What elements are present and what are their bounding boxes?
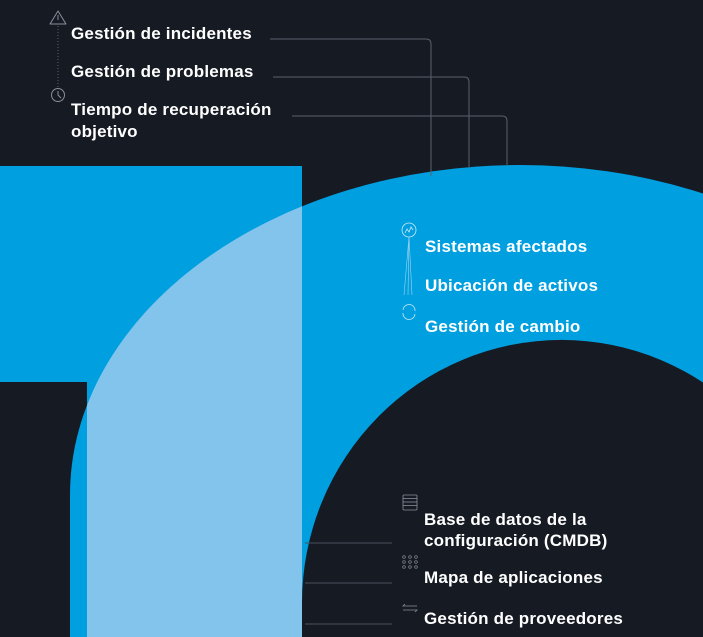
top-connectors [57,26,508,176]
label-base-datos: Base de datos de la [424,510,587,529]
label-gestion-problemas: Gestión de problemas [71,62,254,81]
middle-connector-lines [403,236,413,296]
warning-icon [49,10,67,25]
label-gestion-cambio: Gestión de cambio [425,317,581,336]
label-objetivo: objetivo [71,122,138,141]
label-gestion-incidentes: Gestión de incidentes [71,24,252,43]
arrows-exchange-icon [402,603,418,613]
label-mapa-aplicaciones: Mapa de aplicaciones [424,568,603,587]
label-configuracion-cmdb: configuración (CMDB) [424,531,608,550]
label-gestion-proveedores: Gestión de proveedores [424,609,624,628]
label-tiempo-recuperacion: Tiempo de recuperación [71,100,272,119]
grid-dots-icon [402,555,418,569]
sync-icon [402,304,416,320]
clock-icon [51,88,65,102]
label-sistemas-afectados: Sistemas afectados [425,237,588,256]
bottom-connectors [305,542,392,625]
database-icon [402,494,418,511]
label-ubicacion-activos: Ubicación de activos [425,276,599,295]
